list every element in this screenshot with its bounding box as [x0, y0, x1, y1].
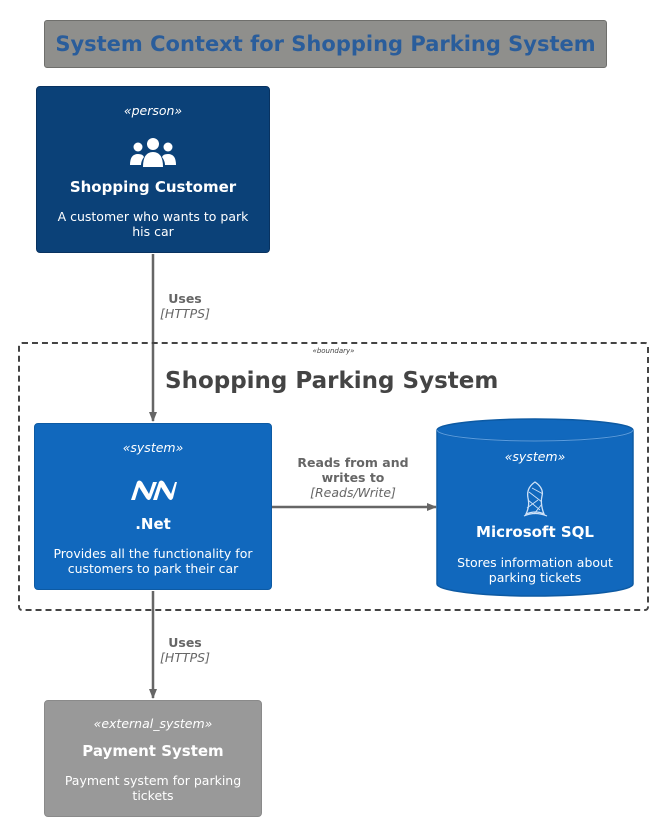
- relation-label-line1: Reads from and: [297, 455, 409, 470]
- relation-net-to-sql-label: Reads from and writes to [Reads/Write]: [282, 455, 424, 500]
- boundary-title: Shopping Parking System: [165, 368, 499, 394]
- payment-name: Payment System: [82, 742, 224, 760]
- person-stereotype: «person»: [123, 103, 183, 118]
- payment-stereotype: «external_system»: [93, 716, 213, 731]
- sql-description: Stores information about parking tickets: [457, 555, 613, 585]
- dotnet-stereotype: «system»: [122, 440, 184, 455]
- database-microsoft-sql: «system» Microsoft SQL Stores informatio…: [436, 418, 634, 598]
- relation-label: Uses: [168, 635, 202, 650]
- relation-label-line2: writes to: [321, 470, 385, 485]
- sql-server-icon: [520, 480, 550, 522]
- dotnet-name: .Net: [135, 515, 171, 533]
- system-boundary: [18, 342, 649, 611]
- relation-label: Uses: [168, 291, 202, 306]
- relation-net-to-payment-label: Uses [HTTPS]: [135, 635, 235, 665]
- users-icon: [129, 137, 177, 171]
- diagram-title-text: System Context for Shopping Parking Syst…: [55, 32, 596, 56]
- boundary-stereotype: «boundary»: [312, 347, 355, 355]
- sql-name: Microsoft SQL: [476, 523, 594, 541]
- external-payment-system: «external_system» Payment System Payment…: [44, 700, 262, 817]
- relation-technology: [HTTPS]: [160, 306, 210, 321]
- relation-technology: [Reads/Write]: [310, 485, 396, 500]
- payment-description: Payment system for parking tickets: [64, 773, 242, 803]
- person-name: Shopping Customer: [69, 178, 237, 196]
- relation-customer-to-net-label: Uses [HTTPS]: [135, 291, 235, 321]
- system-dotnet: «system» .Net Provides all the functiona…: [34, 423, 272, 590]
- person-shopping-customer: «person» Shopping Customer A customer wh…: [36, 86, 270, 253]
- diagram-title: System Context for Shopping Parking Syst…: [44, 20, 607, 68]
- dotnet-description: Provides all the functionality for custo…: [53, 546, 253, 576]
- person-description: A customer who wants to park his car: [57, 209, 249, 239]
- relation-technology: [HTTPS]: [160, 650, 210, 665]
- dotnet-logo-icon: [129, 480, 177, 504]
- sql-stereotype: «system»: [504, 449, 566, 464]
